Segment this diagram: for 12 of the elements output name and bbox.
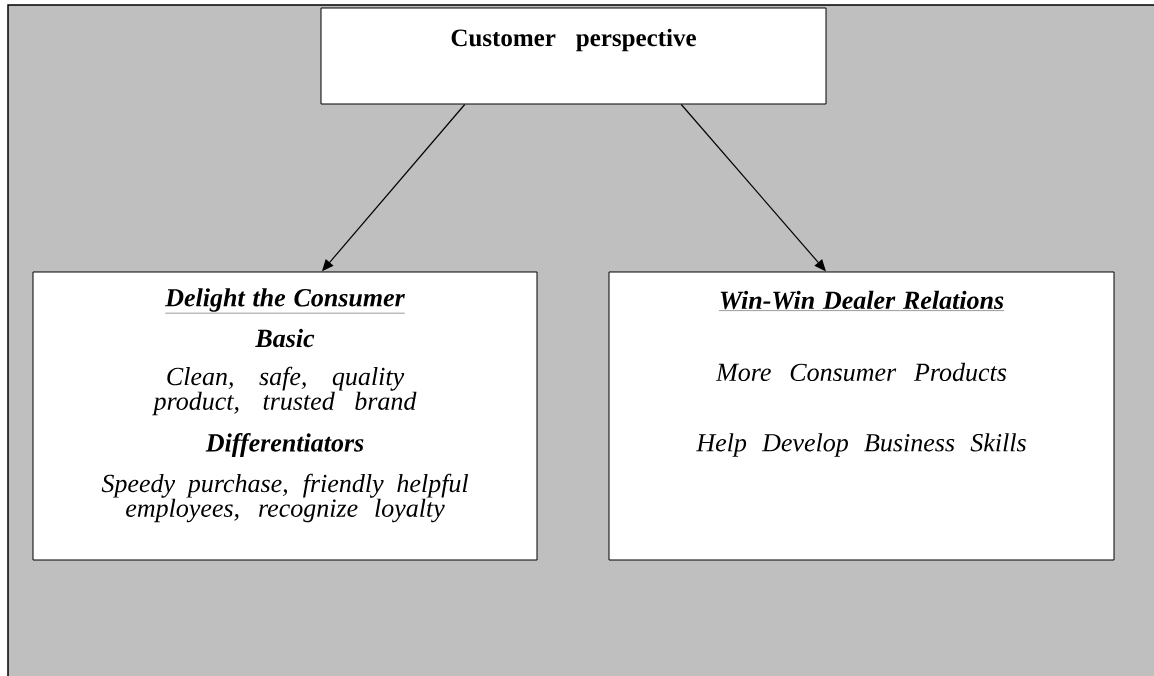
box-text: Delight the Consumer	[165, 288, 405, 314]
box-text: Win-Win Dealer Relations	[718, 290, 1005, 311]
box-text: Help Develop Business Skills	[696, 433, 1026, 457]
text-box	[32, 271, 538, 561]
box-text: Speedy purchase, friendly helpful employees, recognize loyalty	[101, 473, 469, 523]
box-text: Basic	[255, 328, 315, 348]
text-box	[608, 271, 1115, 561]
box-text: Differentiators	[205, 433, 364, 457]
text-box	[320, 7, 827, 105]
box-text: Customer perspective	[451, 28, 696, 52]
box-text: More Consumer Products	[715, 362, 1007, 382]
box-text: Clean, safe, quality product, trusted brand	[152, 366, 417, 416]
